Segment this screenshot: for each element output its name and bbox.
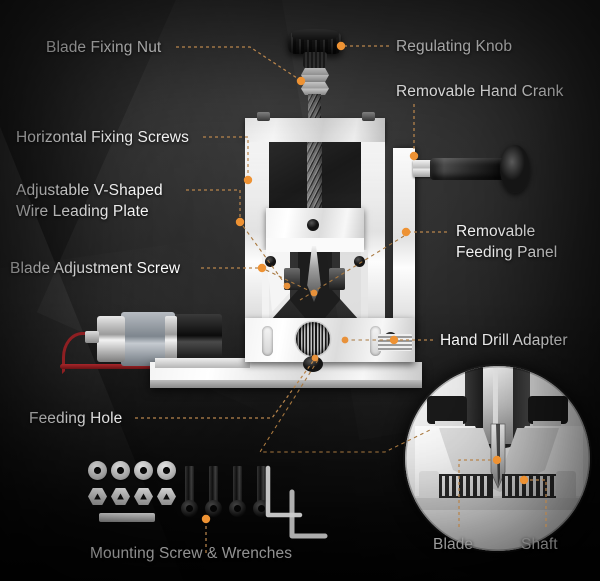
mounting-bolt-head [229, 500, 246, 517]
label-shaft: Shaft [521, 536, 558, 553]
regulating-knob-top [292, 29, 338, 40]
mounting-bolt-shaft [185, 466, 194, 504]
removable-hand-crank-bar [430, 158, 508, 180]
regulating-knob-collar [303, 52, 327, 68]
washer [88, 461, 107, 480]
hand-drill-adapter [378, 334, 412, 351]
label-blade-adjustment-screw: Blade Adjustment Screw [10, 260, 181, 277]
hex-nut [134, 488, 153, 505]
carriage-center-screw [307, 219, 319, 231]
label-removable-feeding-panel-line2: Feeding Panel [456, 244, 558, 261]
mounting-bolt-shaft [257, 466, 266, 504]
mounting-bolt-shaft [209, 466, 218, 504]
label-removable-hand-crank: Removable Hand Crank [396, 83, 564, 100]
washer [134, 461, 153, 480]
label-adjustable-v-plate-line2: Wire Leading Plate [16, 203, 149, 220]
label-removable-feeding-panel-line1: Removable [456, 223, 536, 240]
label-blade: Blade [433, 536, 474, 553]
feeding-hole-lower-cap [303, 356, 323, 372]
frame-top-beam [245, 118, 385, 142]
label-regulating-knob: Regulating Knob [396, 38, 513, 55]
blade-fixing-nut-lower [301, 82, 329, 95]
mounting-bolt-shaft [233, 466, 242, 504]
blade-hub-right [329, 268, 345, 290]
washer [111, 461, 130, 480]
horizontal-fixing-screw-right [362, 112, 375, 121]
label-mounting-screw-wrenches: Mounting Screw & Wrenches [90, 545, 293, 562]
motor-front-ring [97, 316, 125, 362]
hex-nut [111, 488, 130, 505]
base-plate-edge [150, 380, 422, 388]
blade-hub-left [284, 268, 300, 290]
label-horizontal-fixing-screws: Horizontal Fixing Screws [16, 129, 189, 146]
blade-fixing-nut-upper [301, 68, 329, 82]
feeding-hole [296, 322, 330, 356]
v-plate-screw-left [265, 256, 276, 267]
washer [157, 461, 176, 480]
label-blade-fixing-nut: Blade Fixing Nut [46, 39, 162, 56]
alignment-bar [99, 513, 155, 522]
motor-shaft-nipple [85, 331, 99, 343]
mounting-bolt-head [181, 500, 198, 517]
label-feeding-hole: Feeding Hole [29, 410, 123, 427]
horizontal-fixing-screw-left [257, 112, 270, 121]
hex-nut [88, 488, 107, 505]
v-plate-screw-right [354, 256, 365, 267]
label-hand-drill-adapter: Hand Drill Adapter [440, 332, 568, 349]
panel-slot-left [262, 326, 273, 356]
mounting-bolt-head [205, 500, 222, 517]
hex-nut [157, 488, 176, 505]
motor-rear-block [170, 314, 222, 362]
label-adjustable-v-plate-line1: Adjustable V-Shaped [16, 182, 163, 199]
hand-crank-end-knob [500, 145, 530, 193]
upper-screw-rod [308, 94, 321, 122]
motor-mount-bracket [155, 358, 250, 368]
blade-adjustment-screw-rod [307, 142, 322, 218]
hand-crank-coupler [413, 160, 433, 177]
motor-collar [165, 316, 177, 362]
